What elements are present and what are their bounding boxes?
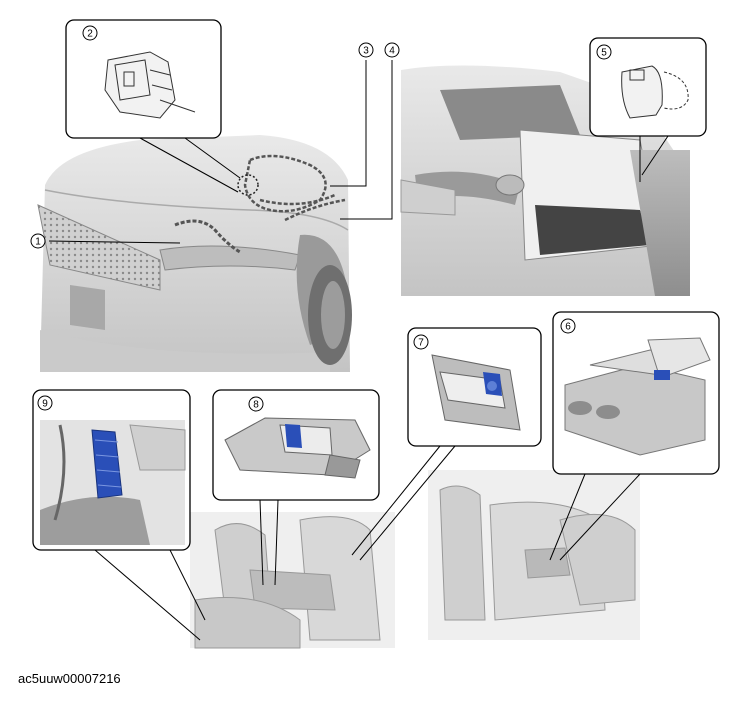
callout-label: 6 bbox=[565, 322, 571, 333]
detail-panel-5 bbox=[589, 37, 707, 182]
detail-panel-6 bbox=[549, 311, 720, 561]
callout-3: 3 bbox=[358, 42, 374, 58]
callout-label: 9 bbox=[42, 399, 48, 410]
callout-8: 8 bbox=[248, 396, 264, 412]
interior-rear-view bbox=[428, 470, 640, 640]
detail-panel-2 bbox=[65, 19, 241, 193]
leader-lines bbox=[48, 60, 393, 244]
callout-label: 4 bbox=[389, 46, 395, 57]
callout-circle bbox=[358, 42, 374, 58]
callout-label: 7 bbox=[418, 338, 424, 349]
callout-circle bbox=[248, 396, 264, 412]
callout-circle bbox=[560, 318, 576, 334]
callout-7: 7 bbox=[413, 334, 429, 350]
callout-circle bbox=[384, 42, 400, 58]
callout-circle bbox=[596, 44, 612, 60]
image-code: ac5uuw00007216 bbox=[18, 671, 121, 686]
callout-label: 1 bbox=[35, 237, 41, 248]
callout-2: 2 bbox=[82, 25, 98, 41]
callout-5: 5 bbox=[596, 44, 612, 60]
car-front-view bbox=[37, 135, 352, 372]
callout-circle bbox=[82, 25, 98, 41]
callout-label: 2 bbox=[87, 29, 93, 40]
callout-label: 3 bbox=[363, 46, 369, 57]
callout-4: 4 bbox=[384, 42, 400, 58]
callout-label: 5 bbox=[601, 48, 607, 59]
callout-markers: 1 2 3 4 5 6 7 8 9 bbox=[30, 25, 612, 412]
callout-circle bbox=[30, 233, 46, 249]
detail-panel-7 bbox=[351, 327, 542, 561]
callout-label: 8 bbox=[253, 400, 259, 411]
callout-9: 9 bbox=[37, 395, 53, 411]
callout-circle bbox=[413, 334, 429, 350]
detail-panel-9 bbox=[32, 389, 206, 641]
interior-front-view bbox=[190, 512, 395, 649]
callout-circle bbox=[37, 395, 53, 411]
detail-panel-8 bbox=[212, 389, 380, 586]
callout-1: 1 bbox=[30, 233, 46, 249]
callout-6: 6 bbox=[560, 318, 576, 334]
